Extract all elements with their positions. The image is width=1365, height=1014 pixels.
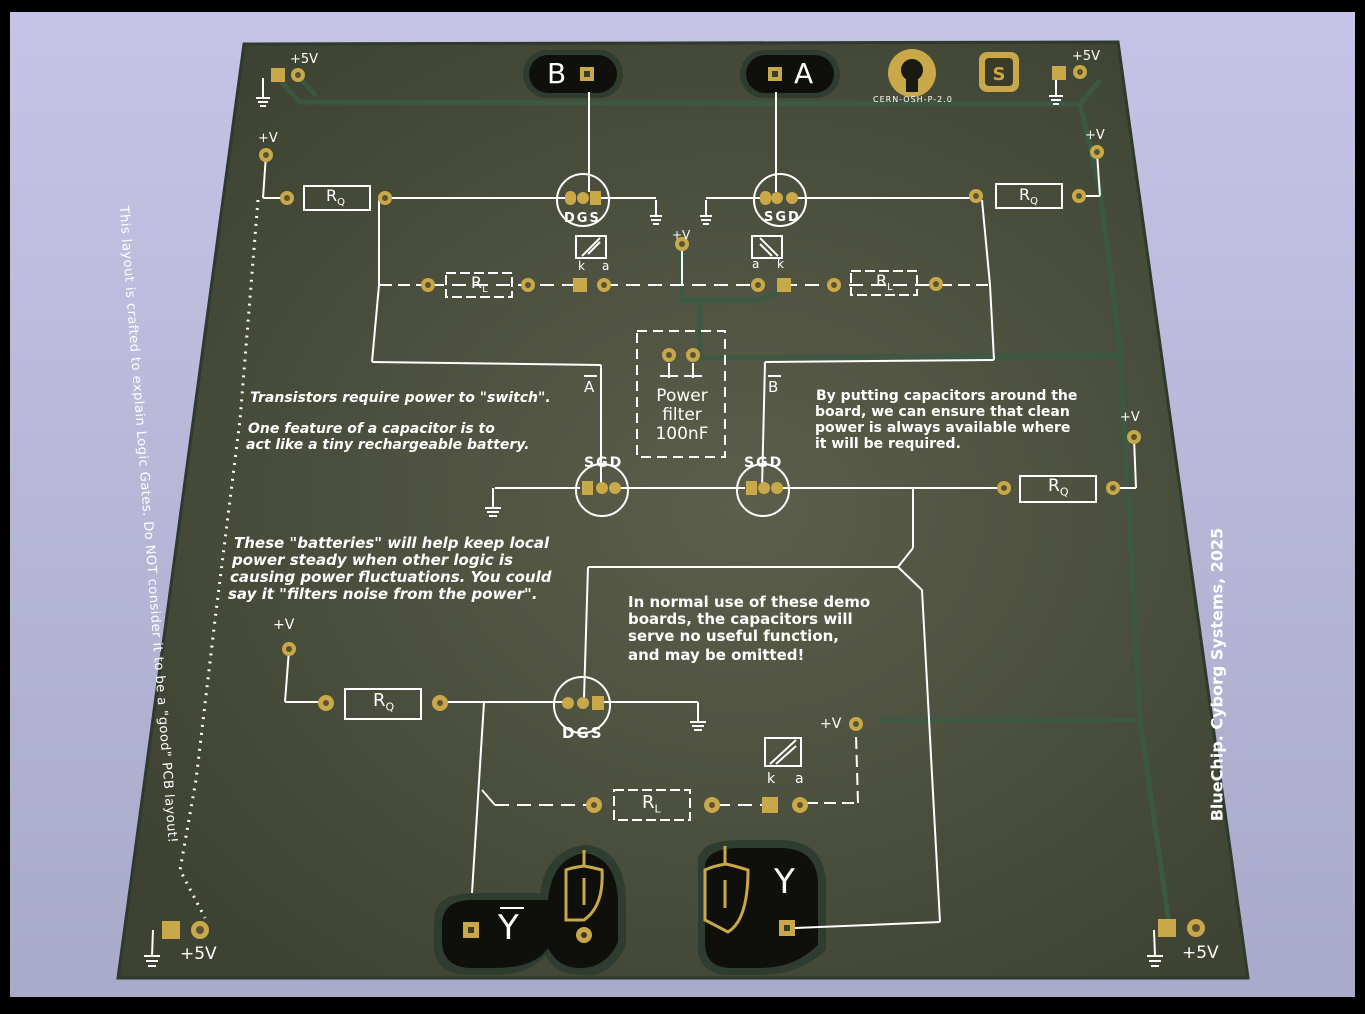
led-a-2: a [752,257,760,271]
power-label-5v-bl: +5V [180,944,217,964]
note-around-3: power is always available where [815,420,1071,436]
power-label-v-2: +V [1085,128,1105,143]
connector-y-and-ybar [434,840,826,976]
connector-ybar-label: Y [498,908,519,948]
rl-subscript: L [654,802,661,816]
rl-label-3: RL [642,792,661,816]
rq-label-1: RQ [326,186,345,208]
rq-letter: R [1019,185,1031,204]
credit-text: BlueChip. Cyborg Systems, 2025 [1207,527,1227,822]
note-batteries-4: say it "filters noise from the power". [228,585,538,603]
led-a-3: a [795,771,804,787]
connector-b-label: B [547,57,567,90]
rl-letter: R [876,271,888,290]
rq-subscript: Q [1030,196,1038,208]
power-label-v-5: +V [273,617,295,633]
note-normal-use-4: and may be omitted! [628,646,805,664]
power-label-5v-tr: +5V [1072,49,1101,64]
capacitor-filter: filter [662,405,702,425]
led-k-2: k [777,257,784,271]
rq-label-2: RQ [1019,185,1038,207]
rq-subscript: Q [1059,485,1069,499]
note-capacitor-2: act like a tiny rechargeable battery. [246,437,530,453]
rq-subscript: Q [385,700,395,714]
pcb-board [116,40,1250,980]
connector-a-label: A [794,57,814,90]
connector-a [740,50,840,98]
silkscreen-schematic [144,78,1163,967]
note-normal-use-2: boards, the capacitors will [628,610,853,628]
pad-holes [196,69,1200,934]
cs-logo: S [979,52,1019,92]
note-batteries-1: These "batteries" will help keep local [234,534,550,552]
note-capacitor-1: One feature of a capacitor is to [248,421,495,437]
transistor-pins-sgd-1: SGD [764,210,801,225]
rq-subscript: Q [337,197,345,209]
transistor-pins-dgs-1: DGS [564,211,601,226]
note-around-2: board, we can ensure that clean [815,404,1070,420]
note-transistors: Transistors require power to "switch". [250,390,551,406]
led-k-1: k [578,259,585,273]
note-batteries-2: power steady when other logic is [232,551,513,569]
power-label-v-1: +V [258,131,278,146]
cern-license-label: CERN-OSH-P-2.0 [873,95,953,104]
transistor-pins-sgd-3: SGD [744,455,784,471]
oshw-logo [888,49,936,97]
rl-letter: R [471,273,483,292]
rq-letter: R [1048,476,1060,496]
power-label-5v-br: +5V [1182,943,1219,963]
transistor-pins-dgs-2: DGS [562,724,604,742]
capacitor-label: Power filter 100nF [640,387,724,444]
rl-subscript: L [887,282,893,294]
svg-text:S: S [993,64,1006,85]
note-around-1: By putting capacitors around the [816,388,1078,404]
rl-subscript: L [482,284,488,296]
rq-letter: R [373,690,386,711]
signal-bbar: B [768,378,779,396]
transistor-pins-sgd-2: SGD [584,455,624,471]
rl-label-2: RL [876,271,893,293]
rq-label-3: RQ [1048,476,1068,498]
led-k-3: k [767,771,776,787]
capacitor-power: Power [656,386,708,406]
capacitor-value: 100nF [655,424,709,444]
signal-abar: A [584,378,595,396]
power-label-v-3: +V [672,228,691,242]
rq-letter: R [326,186,338,205]
rl-label-1: RL [471,273,488,295]
rl-letter: R [642,792,655,813]
power-label-5v-tl: +5V [290,52,319,67]
note-around-4: it will be required. [815,436,961,452]
note-normal-use-3: serve no useful function, [628,627,839,645]
power-label-v-6: +V [820,716,842,732]
note-normal-use-1: In normal use of these demo [628,593,871,611]
rq-label-4: RQ [373,690,394,714]
connector-y-label: Y [774,862,795,902]
copper-traces [274,74,1173,931]
led-a-1: a [602,259,610,273]
note-batteries-3: causing power fluctuations. You could [230,568,552,586]
power-label-v-4: +V [1120,410,1140,425]
connector-b [523,50,623,98]
